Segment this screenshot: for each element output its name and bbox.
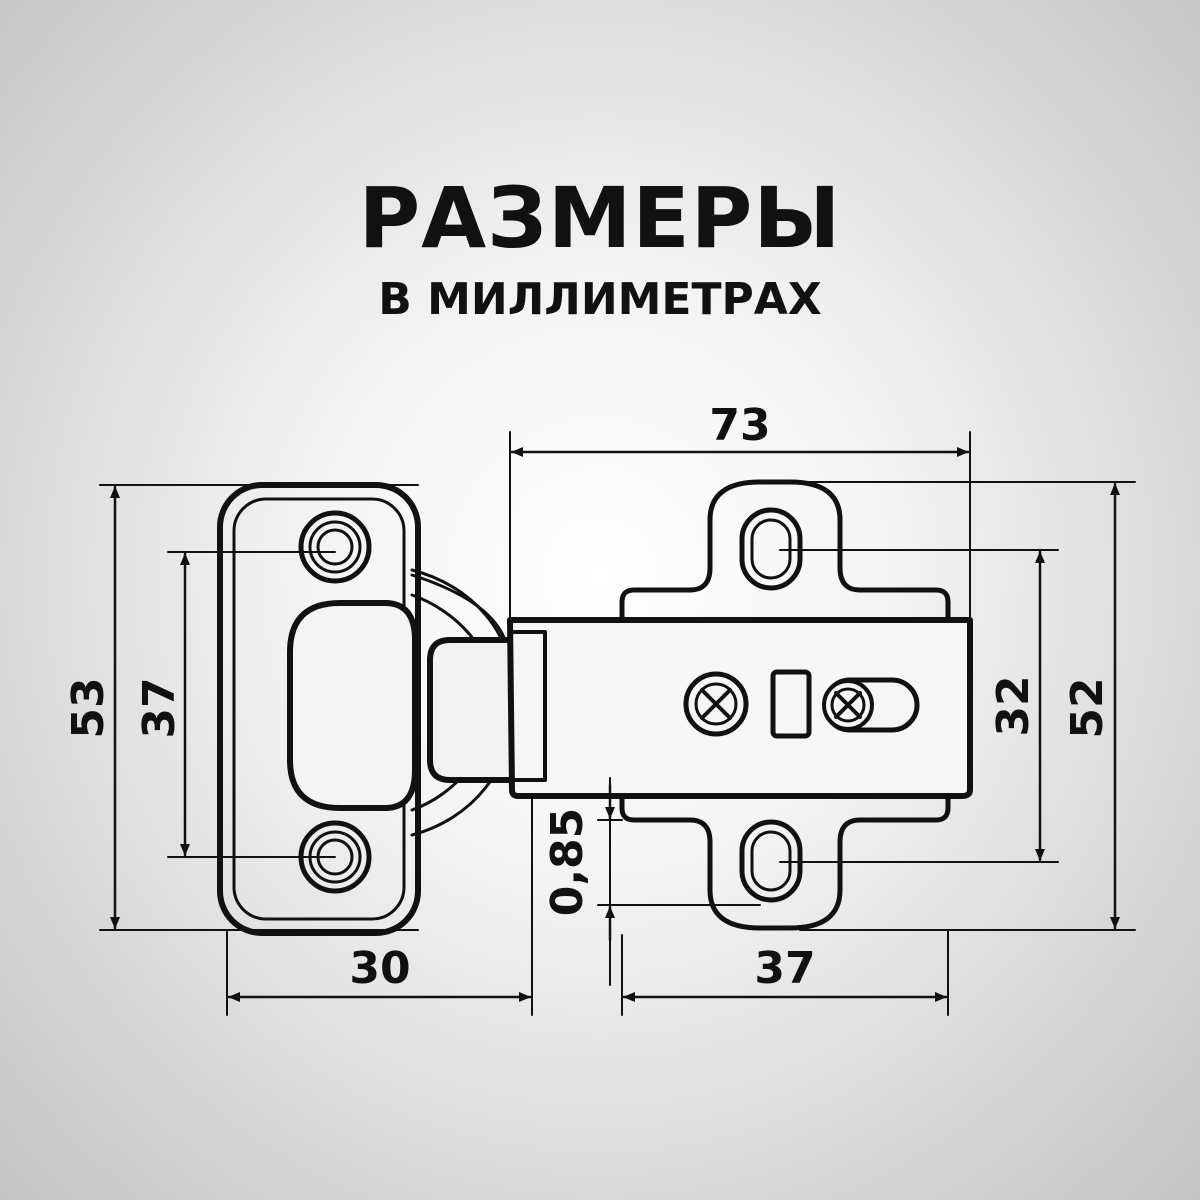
dim-label-37-left: 37 (134, 677, 185, 738)
hinge-arm-link (427, 617, 973, 799)
dim-label-37-bottom: 37 (754, 943, 815, 994)
dim-label-52: 52 (1062, 677, 1113, 738)
screw-hole-top-left (298, 510, 372, 584)
mounting-plate (619, 479, 951, 931)
dim-label-32: 32 (988, 675, 1039, 736)
adjust-slot-center (770, 669, 812, 739)
dim-label-53: 53 (63, 677, 114, 738)
adjust-screw-left (683, 671, 749, 737)
dim-label-73: 73 (709, 400, 770, 451)
page-title: РАЗМЕРЫ (358, 169, 842, 267)
adjust-screw-right (822, 677, 920, 733)
extension-lines (99, 431, 1136, 1016)
dim-label-30: 30 (349, 943, 410, 994)
cup-plate (217, 482, 517, 936)
page-subtitle: В МИЛЛИМЕТРАХ (378, 274, 822, 325)
dim-label-0-85: 0,85 (542, 808, 593, 917)
dimension-lines (110, 447, 1120, 1002)
